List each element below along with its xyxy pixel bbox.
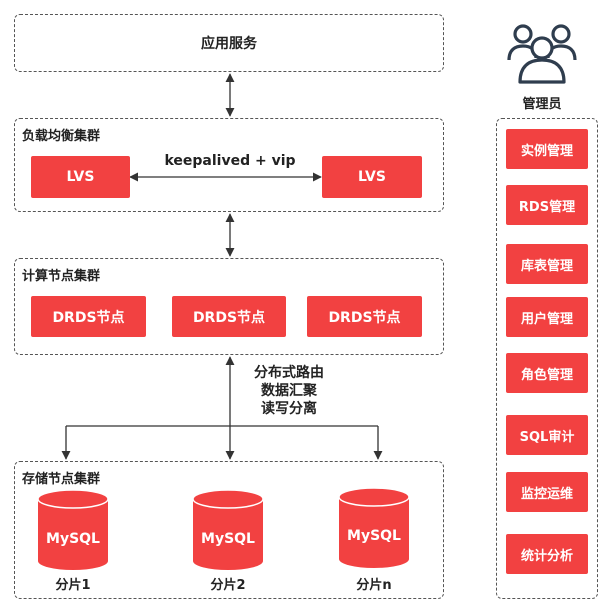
drds-node: DRDS节点 <box>172 296 286 337</box>
admin-item-statistics: 统计分析 <box>506 534 588 574</box>
db-label: MySQL <box>201 531 255 547</box>
compute-cluster-box <box>14 258 444 355</box>
db-label: MySQL <box>347 528 401 544</box>
db-label: MySQL <box>46 531 100 547</box>
database-icon <box>38 490 108 570</box>
admin-item-sql-audit: SQL审计 <box>506 415 588 455</box>
admin-item-instance: 实例管理 <box>506 129 588 169</box>
users-icon <box>507 24 577 84</box>
app-service-box <box>14 14 444 72</box>
routing-note: 读写分离 <box>261 401 317 417</box>
storage-cluster-title: 存储节点集群 <box>22 472 101 487</box>
lb-link-label: keepalived + vip <box>164 153 296 169</box>
lvs-node-right: LVS <box>322 156 422 198</box>
database-icon <box>339 488 409 568</box>
admin-label: 管理员 <box>522 97 562 112</box>
admin-panel <box>496 118 598 599</box>
admin-item-user: 用户管理 <box>506 297 588 337</box>
lb-cluster-title: 负载均衡集群 <box>22 129 101 144</box>
database-icon <box>193 490 263 570</box>
shard-label: 分片1 <box>55 578 91 593</box>
drds-node: DRDS节点 <box>31 296 146 337</box>
admin-item-schema: 库表管理 <box>506 244 588 284</box>
compute-cluster-title: 计算节点集群 <box>22 269 101 284</box>
app-service-label: 应用服务 <box>201 36 257 52</box>
admin-item-role: 角色管理 <box>506 353 588 393</box>
routing-note: 数据汇聚 <box>261 383 317 399</box>
drds-node: DRDS节点 <box>307 296 422 337</box>
storage-cluster-box <box>14 461 444 599</box>
shard-label: 分片2 <box>210 578 246 593</box>
lvs-node-left: LVS <box>31 156 130 198</box>
routing-note: 分布式路由 <box>254 365 324 381</box>
lb-cluster-box <box>14 118 444 212</box>
admin-item-monitoring: 监控运维 <box>506 472 588 512</box>
admin-item-rds: RDS管理 <box>506 185 588 225</box>
shard-label: 分片n <box>356 578 392 593</box>
